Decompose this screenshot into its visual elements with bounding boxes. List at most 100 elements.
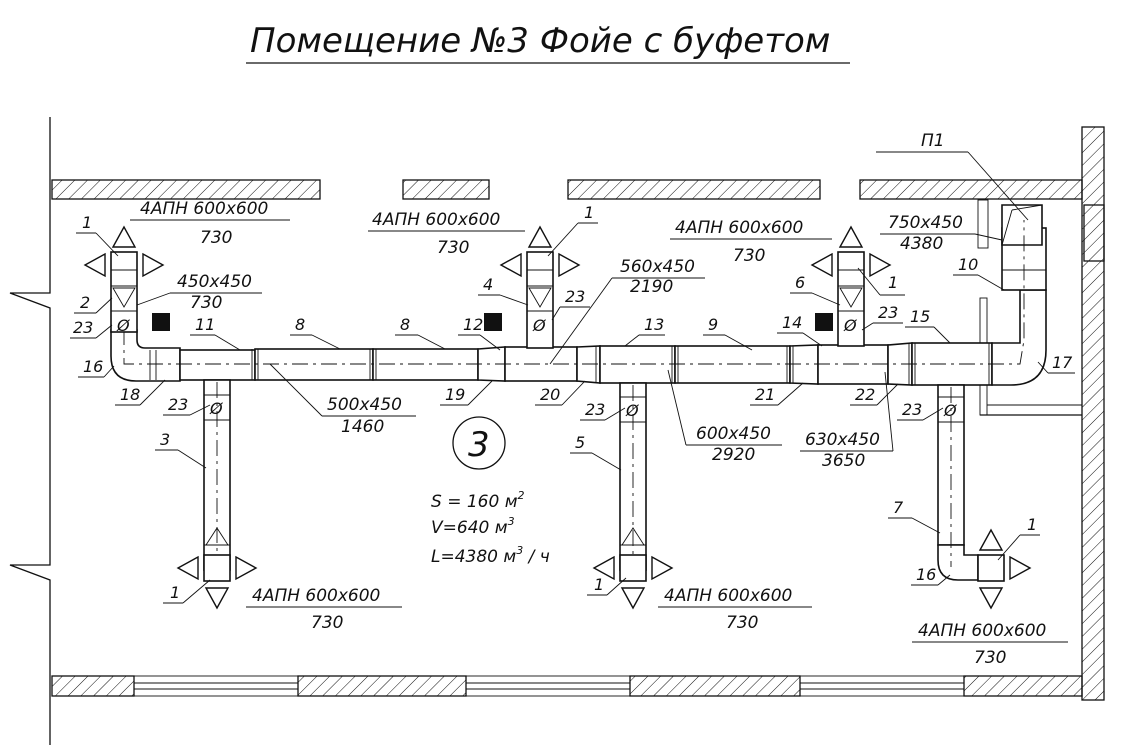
callout-3: 3 [160,430,170,449]
callout-17: 17 [1052,353,1073,372]
arrow-right-icon [142,252,165,278]
callout-6: 6 [795,273,805,292]
svg-text:S = 160 м2: S = 160 м2 [431,489,525,512]
diffuser-d3-top-right [810,225,892,278]
top-wall-segment-2 [402,179,490,200]
callout-23: 23 [585,400,605,419]
unit-label: П1 [921,131,945,151]
duct-elbow-17 [991,289,1047,386]
damper-icon: Ø [943,401,957,420]
callout-22: 22 [855,385,875,404]
diffuser-type: 4АПН 600х600 [372,210,500,230]
callout-23: 23 [565,287,585,306]
building-walls [9,117,1105,745]
duct-flow: 3650 [822,451,865,471]
diffuser-flow: 730 [726,613,758,633]
callout-10: 10 [958,255,978,274]
callout-23: 23 [168,395,188,414]
duct-segment-9 [674,345,791,384]
callout-12: 12 [463,315,483,334]
bottom-wall-pier-4 [963,675,1083,697]
room-volume-sup: 3 [508,515,515,528]
arrow-right-icon [558,252,581,278]
callout-21: 21 [755,385,775,404]
callout-14: 14 [782,313,802,332]
arrow-right-icon [869,252,892,278]
callout-16: 16 [916,565,936,584]
top-wall-segment-4 [859,179,1083,200]
arrow-down-icon [978,587,1004,610]
room-area-sup: 2 [518,489,525,502]
duct-flow: 2920 [712,445,755,465]
damper-icon: Ø [625,401,639,420]
room-flow-sup: 3 [516,544,523,557]
diffuser-labels: 4АПН 600х600 730 4АПН 600х600 730 4АПН 6… [130,199,1068,668]
duct-segment-13 [599,345,676,384]
arrow-up-icon [978,528,1004,551]
riser-right [837,251,865,347]
room-volume: V=640 м [431,518,508,538]
arrow-right-icon [1009,555,1032,581]
diffuser-flow: 730 [437,238,469,258]
duct-segment-11 [179,349,256,381]
callout-18: 18 [120,385,140,404]
damper-icon: Ø [532,316,546,335]
right-wall [1081,126,1105,701]
branch-3 [203,379,231,571]
windows [133,675,965,697]
diffuser-type: 4АПН 600х600 [252,586,380,606]
duct-elbow-left [110,329,181,382]
diffuser-type: 4АПН 600х600 [664,586,792,606]
callout-1: 1 [584,203,594,222]
arrow-left-icon [176,555,199,581]
room-circle [452,416,506,470]
unit-support [977,199,989,249]
diffuser-type: 4АПН 600х600 [918,621,1046,641]
callout-23: 23 [73,318,93,337]
arrow-left-icon [810,252,833,278]
unit-p1 [1001,204,1043,246]
duct-transition-21 [789,344,819,385]
duct-flow: 4380 [900,234,943,254]
callout-7: 7 [893,498,904,517]
room-parameters: S = 160 м2 V=640 м3 L=4380 м3 / ч [431,489,550,567]
arrow-up-icon [111,225,137,248]
top-wall-segment-1 [51,179,321,200]
duct-segment-8a [254,348,374,381]
room-area: S = 160 м [431,492,518,512]
callout-8: 8 [295,315,305,334]
callouts: 1 2 23 16 18 11 23 3 1 8 8 12 19 1 4 23 … [70,203,1075,604]
callout-9: 9 [708,315,718,334]
arrow-down-icon [204,587,230,610]
callout-1: 1 [82,213,92,232]
duct-flow: 2190 [630,277,673,297]
damper-icon: Ø [116,316,130,335]
duct-axis-line [123,220,1025,365]
diffuser-d5-bottom-mid [592,554,674,610]
callout-23: 23 [878,303,898,322]
svg-text:L=4380 м3 / ч: L=4380 м3 / ч [431,544,550,567]
room-marker: 3 [452,416,506,470]
left-wall-line [9,117,51,745]
arrow-left-icon [499,252,522,278]
fixture-marker-2 [484,313,502,331]
arrow-right-icon [651,555,674,581]
arrow-up-icon [527,225,553,248]
unit-label-group: П1 [876,131,1029,221]
callout-15: 15 [910,307,930,326]
room-flow-unit: / ч [523,547,550,567]
duct-size: 500х450 [327,395,402,415]
bottom-wall-pier-1 [51,675,135,697]
fixture-marker-1 [152,313,170,331]
duct-tee-22 [817,344,889,385]
callout-11: 11 [195,315,215,334]
callout-1: 1 [594,575,604,594]
duct-size: 560х450 [620,257,695,277]
callout-5: 5 [575,433,585,452]
duct-size: 750х450 [888,213,963,233]
bottom-wall-pier-2 [297,675,467,697]
diffuser-flow: 730 [733,246,765,266]
duct-flow: 1460 [341,417,384,437]
svg-text:V=640 м3: V=640 м3 [431,515,515,538]
